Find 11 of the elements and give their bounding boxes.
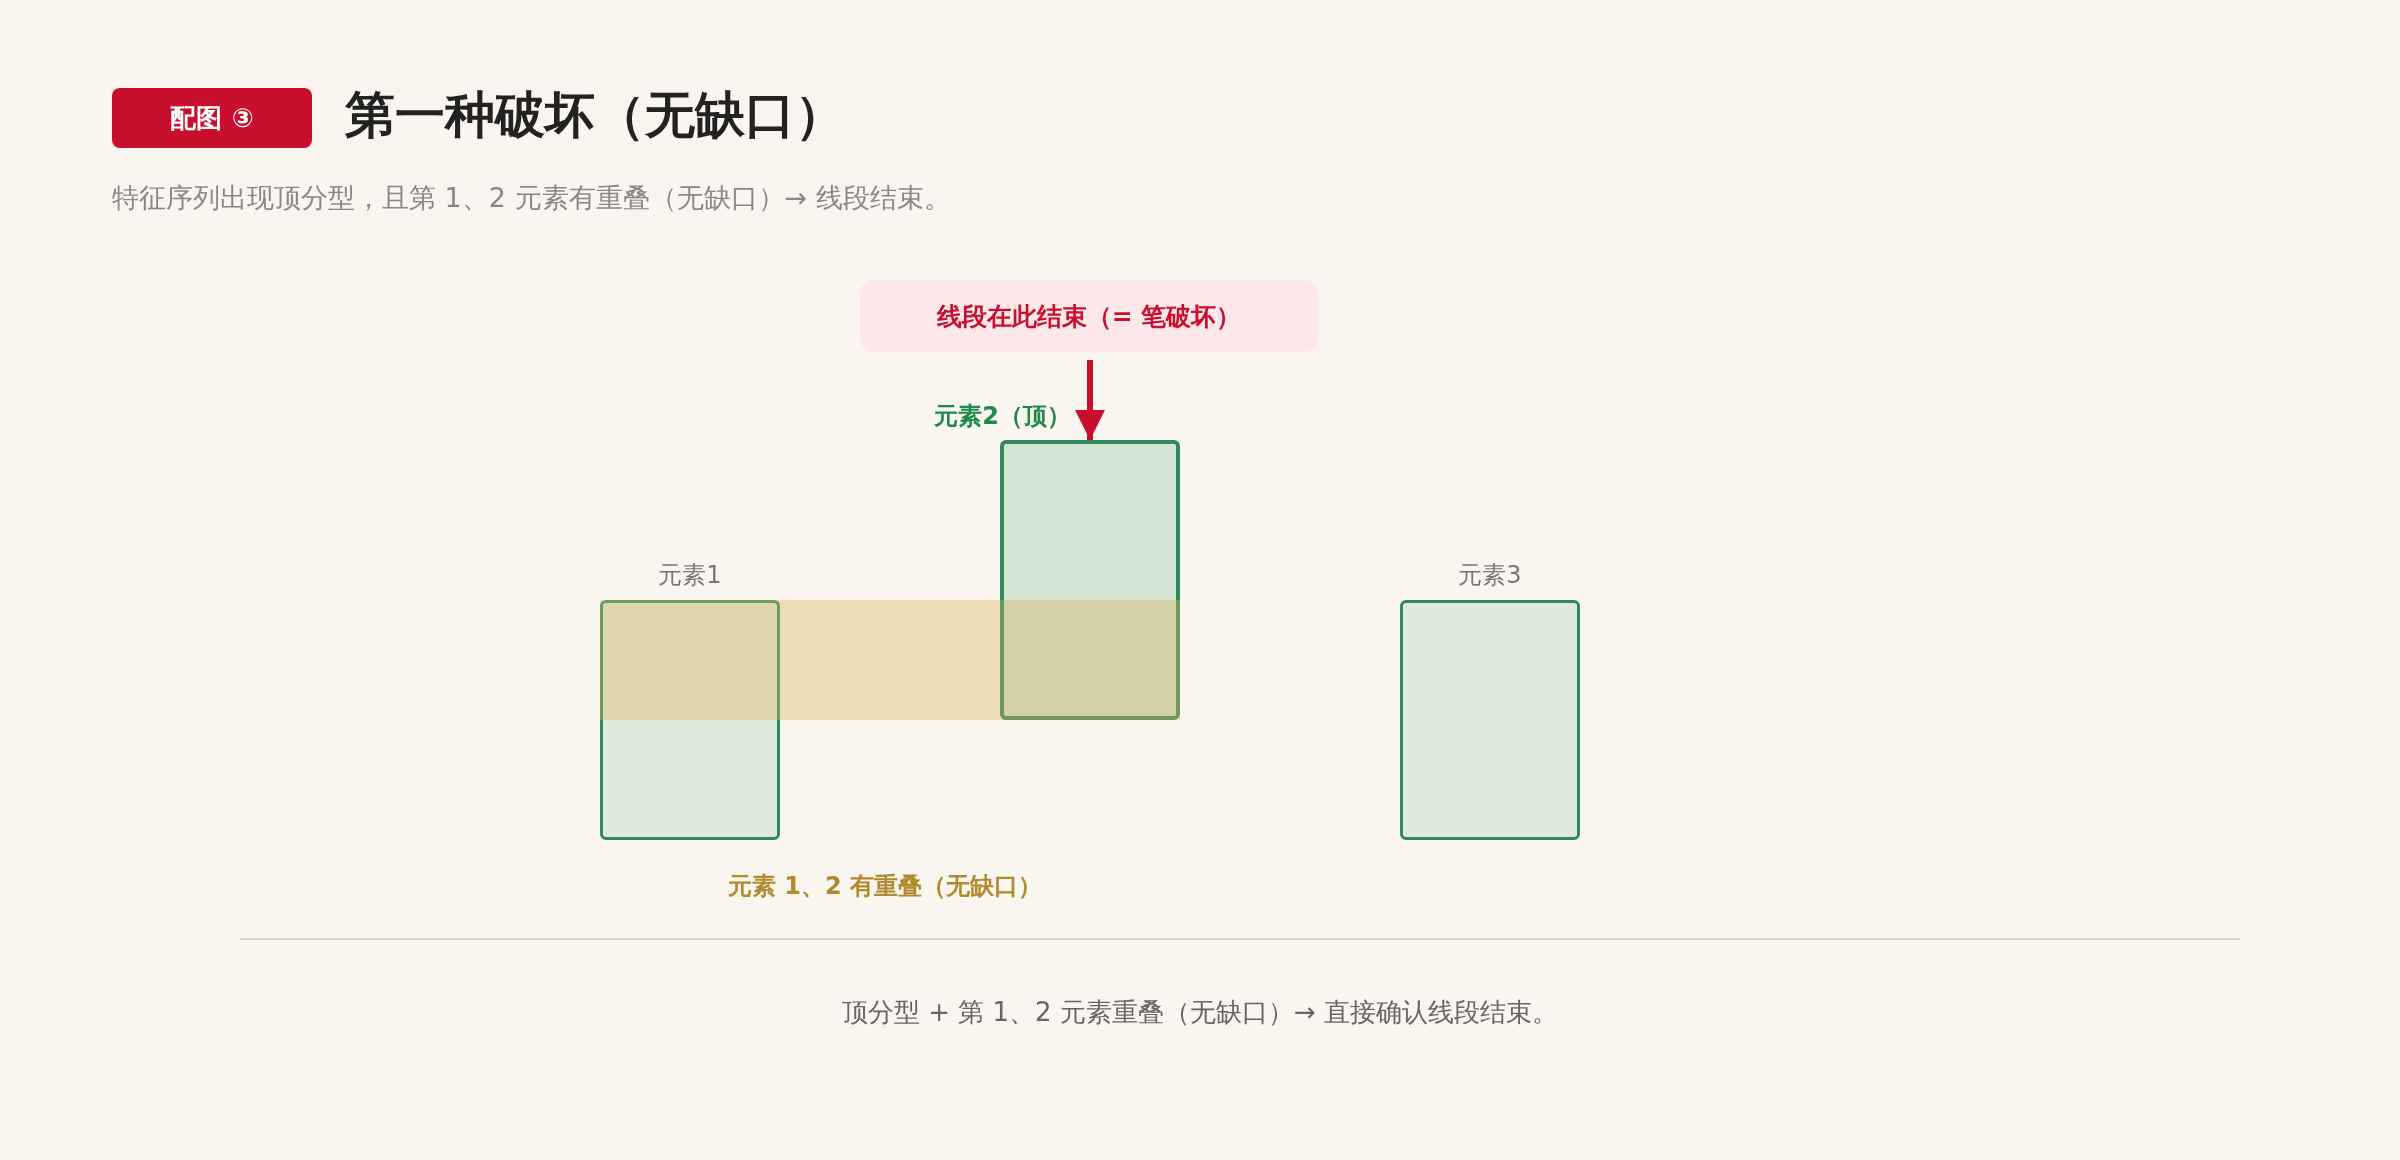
callout-text: 线段在此结束（= 笔破坏）	[936, 300, 1242, 333]
diagram-title: 第一种破坏（无缺口）	[345, 85, 845, 146]
element-label: 元素2（顶）	[934, 401, 1071, 432]
figure-badge: 配图 ③	[112, 88, 312, 148]
arrow	[1075, 360, 1105, 440]
element-label: 元素1	[658, 560, 722, 591]
subtitle-text: 特征序列出现顶分型，且第 1、2 元素有重叠（无缺口）→ 线段结束。	[112, 181, 951, 215]
overlap-band	[600, 600, 1180, 720]
element-label: 元素3	[1458, 560, 1522, 591]
overlap-note: 元素 1、2 有重叠（无缺口）	[726, 871, 1044, 902]
caption-text: 顶分型 + 第 1、2 元素重叠（无缺口）→ 直接确认线段结束。	[841, 996, 1559, 1029]
